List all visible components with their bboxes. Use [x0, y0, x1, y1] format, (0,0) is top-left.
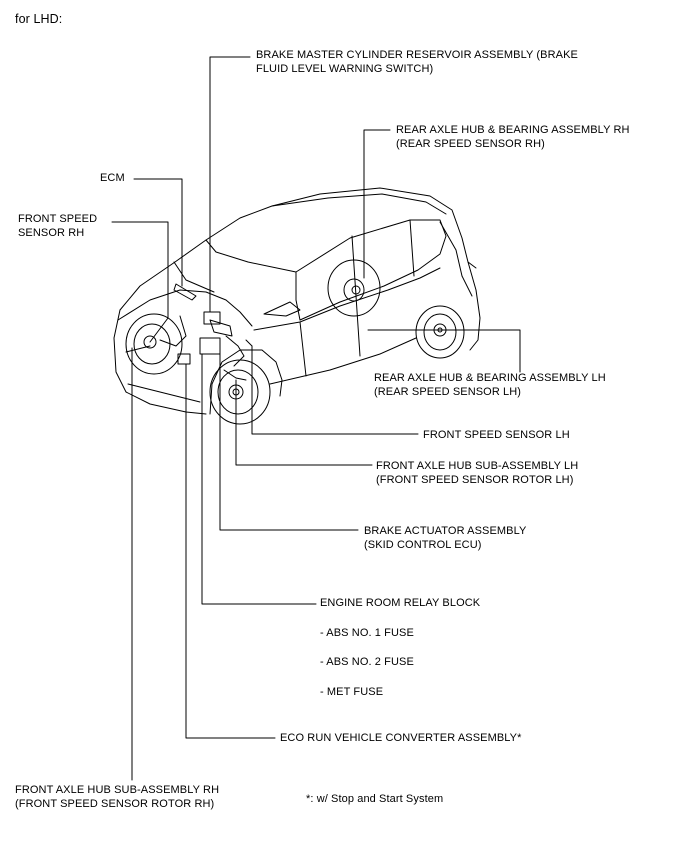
label-front-speed-sensor-rh: FRONT SPEED SENSOR RH	[18, 213, 98, 239]
front-wheel-lh	[210, 360, 270, 424]
car-body	[114, 188, 480, 414]
label-brake-actuator: BRAKE ACTUATOR ASSEMBLY (SKID CONTROL EC…	[364, 525, 527, 551]
rear-wheel-rh	[328, 260, 380, 316]
label-front-axle-hub-lh: FRONT AXLE HUB SUB-ASSEMBLY LH (FRONT SP…	[376, 460, 579, 486]
label-engine-room-relay-block: ENGINE ROOM RELAY BLOCK	[320, 597, 481, 609]
rear-wheel-lh	[416, 306, 464, 358]
label-fuse-abs-1: - ABS NO. 1 FUSE	[320, 627, 414, 639]
leader-lines	[112, 57, 520, 780]
label-fuse-met: - MET FUSE	[320, 686, 384, 698]
page-header: for LHD:	[15, 12, 63, 26]
label-rear-axle-hub-rh: REAR AXLE HUB & BEARING ASSEMBLY RH (REA…	[396, 124, 630, 150]
engine-room-components	[160, 284, 252, 380]
label-rear-axle-hub-lh: REAR AXLE HUB & BEARING ASSEMBLY LH (REA…	[374, 372, 606, 398]
footnote: *: w/ Stop and Start System	[306, 793, 444, 805]
label-eco-run-converter: ECO RUN VEHICLE CONVERTER ASSEMBLY*	[280, 732, 522, 744]
front-wheel-rh	[126, 314, 182, 374]
label-front-axle-hub-rh: FRONT AXLE HUB SUB-ASSEMBLY RH (FRONT SP…	[15, 784, 220, 810]
label-ecm: ECM	[100, 172, 125, 184]
label-front-speed-sensor-lh: FRONT SPEED SENSOR LH	[423, 429, 570, 441]
label-fuse-abs-2: - ABS NO. 2 FUSE	[320, 656, 414, 668]
label-brake-master-cylinder: BRAKE MASTER CYLINDER RESERVOIR ASSEMBLY…	[256, 49, 578, 75]
